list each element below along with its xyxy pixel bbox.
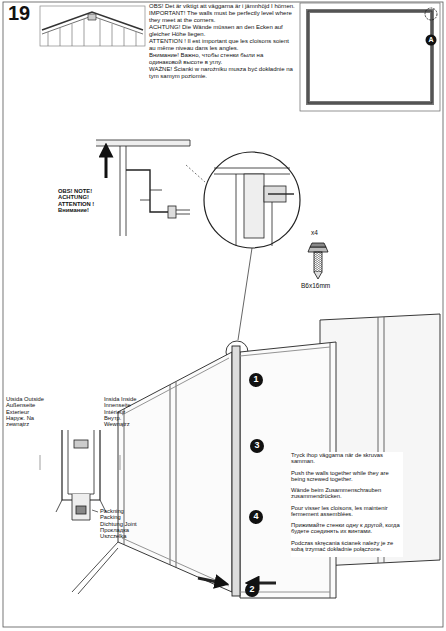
- part-label: Insida Inside Innenseite Intérieur Внутр…: [104, 396, 144, 427]
- instruction-note: IMPORTANT! The walls must be perfectly l…: [149, 10, 297, 23]
- instruction-note: Прижимайте стенки одну к другой, когда б…: [291, 522, 403, 535]
- corner-magnifier: [204, 152, 300, 363]
- screw-b6x16: [308, 243, 328, 279]
- part-label: OBS! NOTE! ACHTUNG! ATTENTION ! Внимание…: [58, 188, 98, 213]
- callout-number: 1: [253, 375, 258, 385]
- instruction-note: OBS! Det är viktigt att väggarna är i jä…: [149, 3, 297, 9]
- page-frame: [3, 2, 443, 627]
- instruction-note: Tryck ihop väggarna när de skruvas samma…: [291, 452, 403, 465]
- instruction-note: Push the walls together while they are b…: [291, 470, 403, 483]
- instruction-note: ATTENTION ! Il est important que les clo…: [149, 38, 297, 51]
- callout-number: A: [428, 36, 433, 44]
- part-label: Packning Packing Dichtung Joint Прокладк…: [100, 508, 144, 539]
- part-label: x4: [311, 229, 331, 236]
- plan-view: [300, 3, 440, 111]
- instruction-note: Wände beim Zusammenschrauben zusammendrü…: [291, 487, 403, 500]
- callout-number: 4: [253, 512, 258, 522]
- callout-number: 2: [249, 585, 254, 595]
- callout-number: 3: [254, 441, 259, 451]
- bracket-detail: [96, 140, 205, 236]
- instruction-note: Внимание! Важно, чтобы стенки были на од…: [149, 52, 297, 65]
- callout-circles: [245, 373, 264, 597]
- text-panel: Tryck ihop väggarna när de skruvas samma…: [291, 452, 403, 557]
- walls: [72, 314, 440, 598]
- instruction-note: WAŻNE! Ścianki w narożniku musza być dok…: [149, 66, 297, 79]
- part-label: B6x16mm: [301, 282, 341, 289]
- part-label: Utsida Outside Außenseite Exterieur Нару…: [6, 396, 46, 427]
- roof-detail: [40, 6, 145, 46]
- part-label: 19: [8, 3, 38, 25]
- instruction-note: Pour visser les cloisons, les maintenir …: [291, 505, 403, 518]
- instruction-note: ACHTUNG! Die Wände müssen an den Ecken a…: [149, 24, 297, 37]
- instruction-note: Podczas skręcania ścianek należy je ze s…: [291, 540, 403, 553]
- text-panel: OBS! Det är viktigt att väggarna är i jä…: [149, 3, 297, 80]
